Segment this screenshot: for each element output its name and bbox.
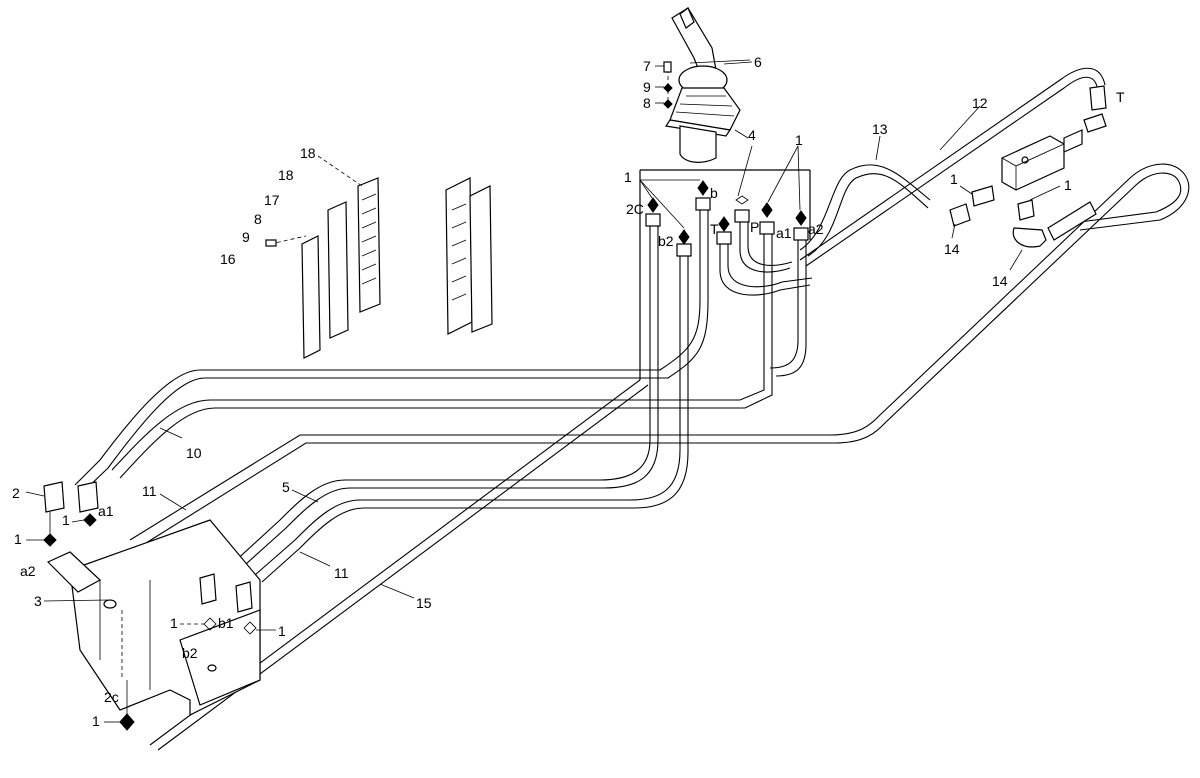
callout-17: 17	[264, 192, 280, 208]
callout-10: 10	[186, 445, 202, 461]
callout-18: 18	[278, 167, 294, 183]
callout-16: 16	[220, 251, 236, 267]
fastener-stack-top	[655, 61, 673, 110]
callout-8: 8	[254, 211, 262, 227]
callout-3: 3	[34, 593, 42, 609]
callout-a2: a2	[20, 563, 36, 579]
callout-9: 9	[242, 229, 250, 245]
callout-2c: 2c	[104, 689, 119, 705]
callout-a2: a2	[808, 221, 824, 237]
callout-15: 15	[416, 595, 432, 611]
callout-1: 1	[795, 132, 803, 148]
callout-a1: a1	[98, 503, 114, 519]
left-fittings	[43, 512, 257, 731]
callout-6: 6	[754, 54, 762, 70]
joystick-valve-base	[639, 169, 811, 380]
callout-labels: 6 7 9 8 4 1 1 2C b b2 T P a1 a2 13 12 T …	[12, 54, 1125, 729]
callout-8: 8	[643, 95, 651, 111]
callout-11: 11	[142, 483, 157, 499]
callout-9: 9	[643, 79, 651, 95]
callout-P: P	[750, 219, 759, 235]
callout-14: 14	[944, 241, 960, 257]
right-manifold	[949, 85, 1107, 248]
callout-18: 18	[300, 145, 316, 161]
hose-bundle	[74, 67, 1190, 751]
rail-bracket	[265, 155, 493, 359]
callout-b2: b2	[182, 645, 198, 661]
callout-1: 1	[950, 171, 958, 187]
callout-1: 1	[92, 713, 100, 729]
callout-a1: a1	[776, 225, 792, 241]
joystick-assembly	[664, 7, 751, 163]
callout-b: b	[710, 185, 718, 201]
main-control-valve	[43, 481, 261, 716]
callout-b2: b2	[658, 233, 674, 249]
callout-T: T	[1116, 89, 1125, 105]
callout-4: 4	[748, 127, 756, 143]
callout-T: T	[710, 221, 719, 237]
callout-1: 1	[14, 531, 22, 547]
callout-7: 7	[643, 58, 651, 74]
callout-1: 1	[170, 615, 178, 631]
leader-lines	[25, 61, 1061, 723]
callout-14: 14	[992, 273, 1008, 289]
callout-1: 1	[278, 623, 286, 639]
callout-12: 12	[972, 95, 988, 111]
callout-1: 1	[62, 512, 70, 528]
callout-1: 1	[1064, 177, 1072, 193]
callout-13: 13	[872, 121, 888, 137]
callout-b1: b1	[218, 615, 234, 631]
callout-11: 11	[334, 565, 349, 581]
callout-1: 1	[624, 169, 632, 185]
callout-2: 2	[12, 485, 20, 501]
valve-port-fittings	[645, 180, 809, 257]
callout-5: 5	[282, 479, 290, 495]
callout-2C: 2C	[626, 201, 644, 217]
